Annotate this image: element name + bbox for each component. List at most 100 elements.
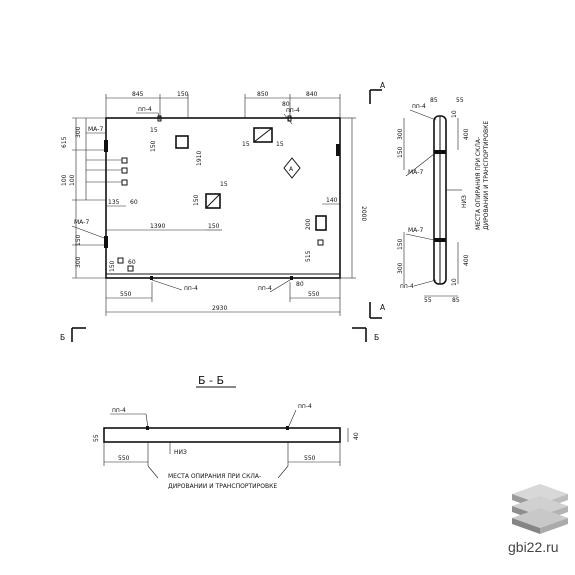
dim-label: 150: [397, 238, 404, 250]
dim-label: 150: [109, 260, 116, 272]
opening-hatch: [253, 127, 273, 143]
dim-label: 55: [456, 97, 464, 104]
opening-hatch: [205, 193, 221, 209]
dim-label: 10: [451, 278, 458, 286]
watermark: gbi22.ru: [508, 484, 568, 555]
dim-label: 200: [305, 218, 312, 230]
embedded-plate-left-bottom: [104, 236, 108, 248]
dim-label: 550: [308, 291, 320, 298]
dim-label: 55: [93, 434, 100, 442]
dim-label: 300: [75, 126, 82, 138]
dim-label: 150: [75, 234, 82, 246]
dim-label: 840: [306, 91, 318, 98]
label-pp4: пп-4: [286, 107, 300, 114]
section-b-right-label: Б: [374, 333, 379, 342]
lifting-loop-bottom-left: [150, 276, 153, 280]
leader-line: [405, 233, 435, 241]
leader-line: [277, 465, 289, 479]
lifting-loop-bottom-right: [290, 276, 293, 280]
dim-label: 60: [130, 199, 138, 206]
section-bb: Б - Б пп-4 пп-4 55 40 НИЗ 550 550 МЕСТА …: [93, 374, 360, 490]
leader-line: [71, 225, 105, 239]
dim-label: 1390: [150, 223, 165, 230]
label-pp4: пп-4: [138, 106, 152, 113]
leader-line: [413, 279, 437, 287]
bb-note-line1: МЕСТА ОПИРАНИЯ ПРИ СКЛА-: [168, 473, 261, 480]
side-plate-top: [434, 150, 446, 154]
plan-view: 845 150 850 840 80 пп-4 пп-4 615 300 100…: [61, 91, 367, 316]
dim-label: 150: [208, 223, 220, 230]
dim-label: 15: [242, 141, 250, 148]
dim-label: 2000: [360, 206, 367, 221]
embedded-plate-left-top: [104, 140, 108, 152]
dim-label: 15: [150, 127, 158, 134]
dim-label: 15: [220, 181, 228, 188]
dim-label: 80: [282, 101, 290, 108]
section-markers: А А Б Б: [60, 81, 386, 342]
label-pp4: пп-4: [184, 285, 198, 292]
bb-niz-label: НИЗ: [174, 449, 187, 456]
dim-label: 515: [305, 250, 312, 262]
label-ma7: МА-7: [88, 126, 103, 133]
dim-label: 150: [397, 146, 404, 158]
leader-line: [145, 413, 149, 429]
dim-label: 135: [108, 199, 120, 206]
dim-label: 400: [463, 254, 470, 266]
dim-label: 10: [451, 110, 458, 118]
opening-middle: [205, 193, 221, 209]
bb-note-line2: ДИРОВАНИИ И ТРАНСПОРТИРОВКЕ: [168, 483, 277, 490]
dim-label: 55: [424, 297, 432, 304]
dim-label: 300: [397, 128, 404, 140]
dim-label: 100: [61, 174, 68, 186]
slab-outline: [105, 117, 341, 279]
opening-upper-right: [253, 127, 273, 143]
dim-label: 550: [120, 291, 132, 298]
label-ma7: МА-7: [74, 219, 89, 226]
watermark-logo: [512, 484, 568, 534]
embedded-item: [117, 257, 124, 264]
embedded-item: [121, 157, 128, 164]
embedded-item: [127, 265, 134, 272]
side-label-ma7: МА-7: [408, 227, 423, 234]
dim-label: 140: [326, 197, 338, 204]
section-a-top-label: А: [380, 81, 386, 90]
leader-line: [147, 465, 159, 479]
watermark-site: gbi22.ru: [508, 539, 559, 555]
bb-loop-left: [146, 426, 149, 430]
side-note-line2: ДИРОВАНИИ И ТРАНСПОРТИРОВКЕ: [483, 121, 490, 230]
leader-line: [405, 153, 435, 177]
side-label-pp4: пп-4: [400, 283, 414, 290]
dim-label: 845: [132, 91, 144, 98]
opening-upper-left: [175, 135, 189, 149]
dim-label: 2930: [212, 305, 227, 312]
leader-line: [409, 109, 437, 121]
dim-label: 550: [304, 455, 316, 462]
leader-line: [151, 279, 183, 291]
dim-label: 550: [118, 455, 130, 462]
section-mark-diamond: [283, 157, 301, 179]
bb-loop-right: [286, 426, 289, 430]
dim-label: 15: [276, 141, 284, 148]
side-view: пп-4 85 55 300 150 400 10 МА-7 НИЗ МЕСТА…: [397, 97, 490, 304]
section-bb-title: Б - Б: [198, 374, 224, 387]
opening-lower-right: [315, 215, 327, 231]
lifting-loop-top-left: [157, 115, 162, 122]
lifting-loop-top-right: [287, 115, 292, 122]
side-label-pp4: пп-4: [412, 103, 426, 110]
section-b-left-label: Б: [60, 333, 65, 342]
embedded-plate-right: [336, 144, 340, 156]
side-label-ma7: МА-7: [408, 169, 423, 176]
dim-label: 1910: [196, 151, 203, 166]
section-a-bottom-label: А: [380, 303, 386, 312]
dim-label: 85: [430, 97, 438, 104]
dim-label: 300: [75, 256, 82, 268]
dim-label: 80: [296, 281, 304, 288]
dim-label: 150: [193, 194, 200, 206]
dim-label: 850: [257, 91, 269, 98]
dim-label: 400: [463, 128, 470, 140]
dim-label: 150: [177, 91, 189, 98]
side-niz-label: НИЗ: [461, 195, 468, 208]
embedded-item: [121, 179, 128, 186]
bb-label-pp4-left: пп-4: [112, 407, 126, 414]
